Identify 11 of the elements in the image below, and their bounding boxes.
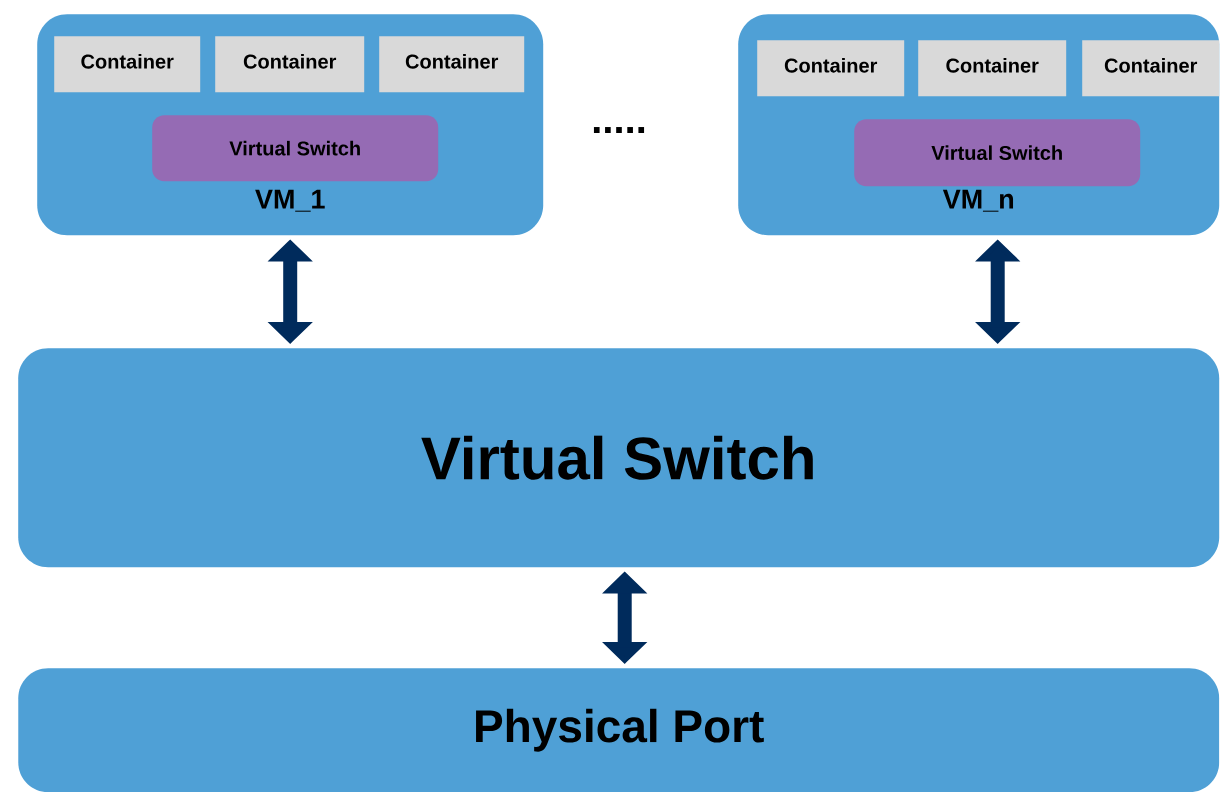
- virtual-switch-box: Virtual Switch: [18, 348, 1220, 568]
- container-box: Container: [379, 36, 525, 93]
- ellipsis: .....: [593, 127, 645, 133]
- container-box: Container: [757, 40, 905, 97]
- virtual-switch-box: Virtual Switch: [152, 115, 439, 182]
- physical-port-box: Physical Port: [18, 668, 1220, 792]
- container-box: Container: [1082, 40, 1220, 97]
- virtual-switch-box: Virtual Switch: [854, 119, 1141, 187]
- container-box: Container: [918, 40, 1067, 97]
- container-box: Container: [54, 36, 201, 93]
- container-box: Container: [215, 36, 365, 93]
